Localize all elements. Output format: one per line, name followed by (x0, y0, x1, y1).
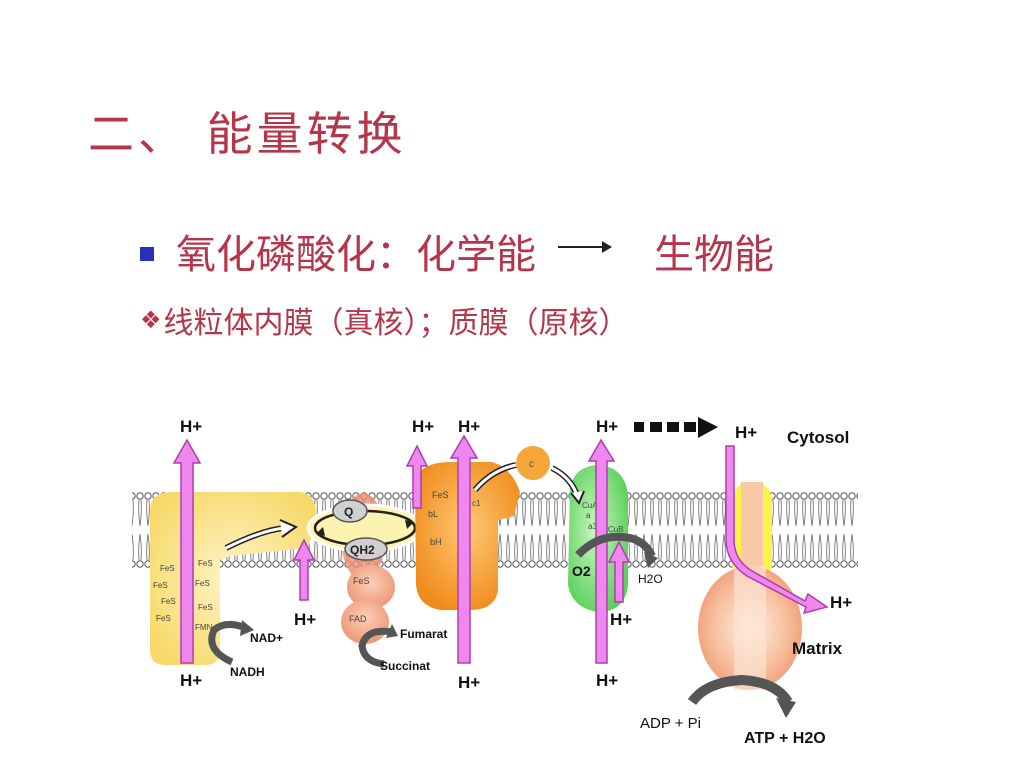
complex-i: FeS FeS FeS FeS FeS FeS FeS FMN (150, 492, 317, 665)
svg-text:H+: H+ (180, 671, 202, 690)
svg-text:O2: O2 (572, 563, 591, 579)
svg-text:bH: bH (430, 537, 442, 547)
svg-text:FeS: FeS (198, 559, 213, 568)
bullet1-tail: 生物能 (654, 232, 774, 278)
diagram-labels: Cytosol Matrix H+ H+ H+ H+ H+ H+ H+ H+ H… (180, 417, 852, 747)
svg-text:H2O: H2O (638, 572, 663, 586)
svg-text:H+: H+ (294, 610, 316, 629)
svg-text:Cytosol: Cytosol (787, 428, 849, 447)
svg-text:NAD+: NAD+ (250, 631, 283, 645)
svg-text:FeS: FeS (195, 579, 210, 588)
svg-text:FeS: FeS (153, 581, 168, 590)
svg-text:Q: Q (344, 505, 353, 519)
right-arrow-icon (558, 241, 612, 253)
dashed-arrow-icon (634, 417, 718, 438)
nad-curve-arrow-icon (208, 620, 254, 666)
bullet1-lead: 氧化磷酸化：化学能 (176, 232, 536, 278)
svg-text:H+: H+ (412, 417, 434, 436)
svg-text:a: a (586, 511, 591, 520)
bullet-square-icon (140, 247, 154, 261)
svg-text:a3: a3 (588, 522, 597, 531)
svg-text:Succinat: Succinat (380, 659, 430, 673)
svg-text:CuB: CuB (608, 525, 624, 534)
svg-text:QH2: QH2 (350, 543, 375, 557)
atp-synthase (698, 482, 802, 690)
flow-arrows (224, 462, 585, 551)
svg-text:NADH: NADH (230, 665, 265, 679)
svg-text:H+: H+ (610, 610, 632, 629)
svg-text:H+: H+ (830, 593, 852, 612)
svg-text:H+: H+ (458, 673, 480, 692)
svg-text:H+: H+ (180, 417, 202, 436)
cytochrome-c: c (516, 446, 550, 480)
svg-text:FMN: FMN (195, 623, 213, 632)
svg-text:H+: H+ (596, 417, 618, 436)
svg-text:bL: bL (428, 509, 438, 519)
svg-text:c: c (529, 459, 534, 470)
bullet-membranes: ❖ 线粒体内膜（真核）；质膜（原核） (140, 298, 629, 342)
svg-text:ATP + H2O: ATP + H2O (744, 730, 826, 747)
proton-arrows (172, 434, 829, 664)
svg-text:H+: H+ (458, 417, 480, 436)
diamond-bullet-icon: ❖ (140, 306, 162, 334)
svg-text:FeS: FeS (198, 603, 213, 612)
svg-text:c1: c1 (472, 499, 481, 508)
svg-text:ADP + Pi: ADP + Pi (640, 715, 701, 732)
svg-text:FeS: FeS (432, 490, 449, 500)
slide-title: 二、 能量转换 (88, 107, 407, 161)
svg-text:FeS: FeS (161, 597, 176, 606)
succinate-curve-arrow-icon (358, 624, 398, 668)
qh2-node (344, 537, 388, 561)
bullet-oxidative-phosphorylation: 氧化磷酸化：化学能 生物能 (140, 222, 774, 280)
svg-text:FeS: FeS (156, 614, 171, 623)
svg-text:FeS: FeS (353, 576, 370, 586)
oxygen-curve-arrow-icon (575, 532, 658, 568)
q-node (332, 499, 368, 523)
svg-text:H+: H+ (735, 423, 757, 442)
svg-text:H+: H+ (596, 671, 618, 690)
svg-text:Fumarat: Fumarat (400, 627, 447, 641)
bullet2-text: 线粒体内膜（真核）；质膜（原核） (163, 306, 629, 341)
q-cycle: Q QH2 (306, 499, 424, 561)
atp-curve-arrow-icon (687, 674, 796, 718)
svg-text:FAD: FAD (349, 614, 367, 624)
svg-text:FeS: FeS (160, 564, 175, 573)
svg-text:Matrix: Matrix (792, 639, 843, 658)
svg-text:CuA: CuA (582, 501, 598, 510)
